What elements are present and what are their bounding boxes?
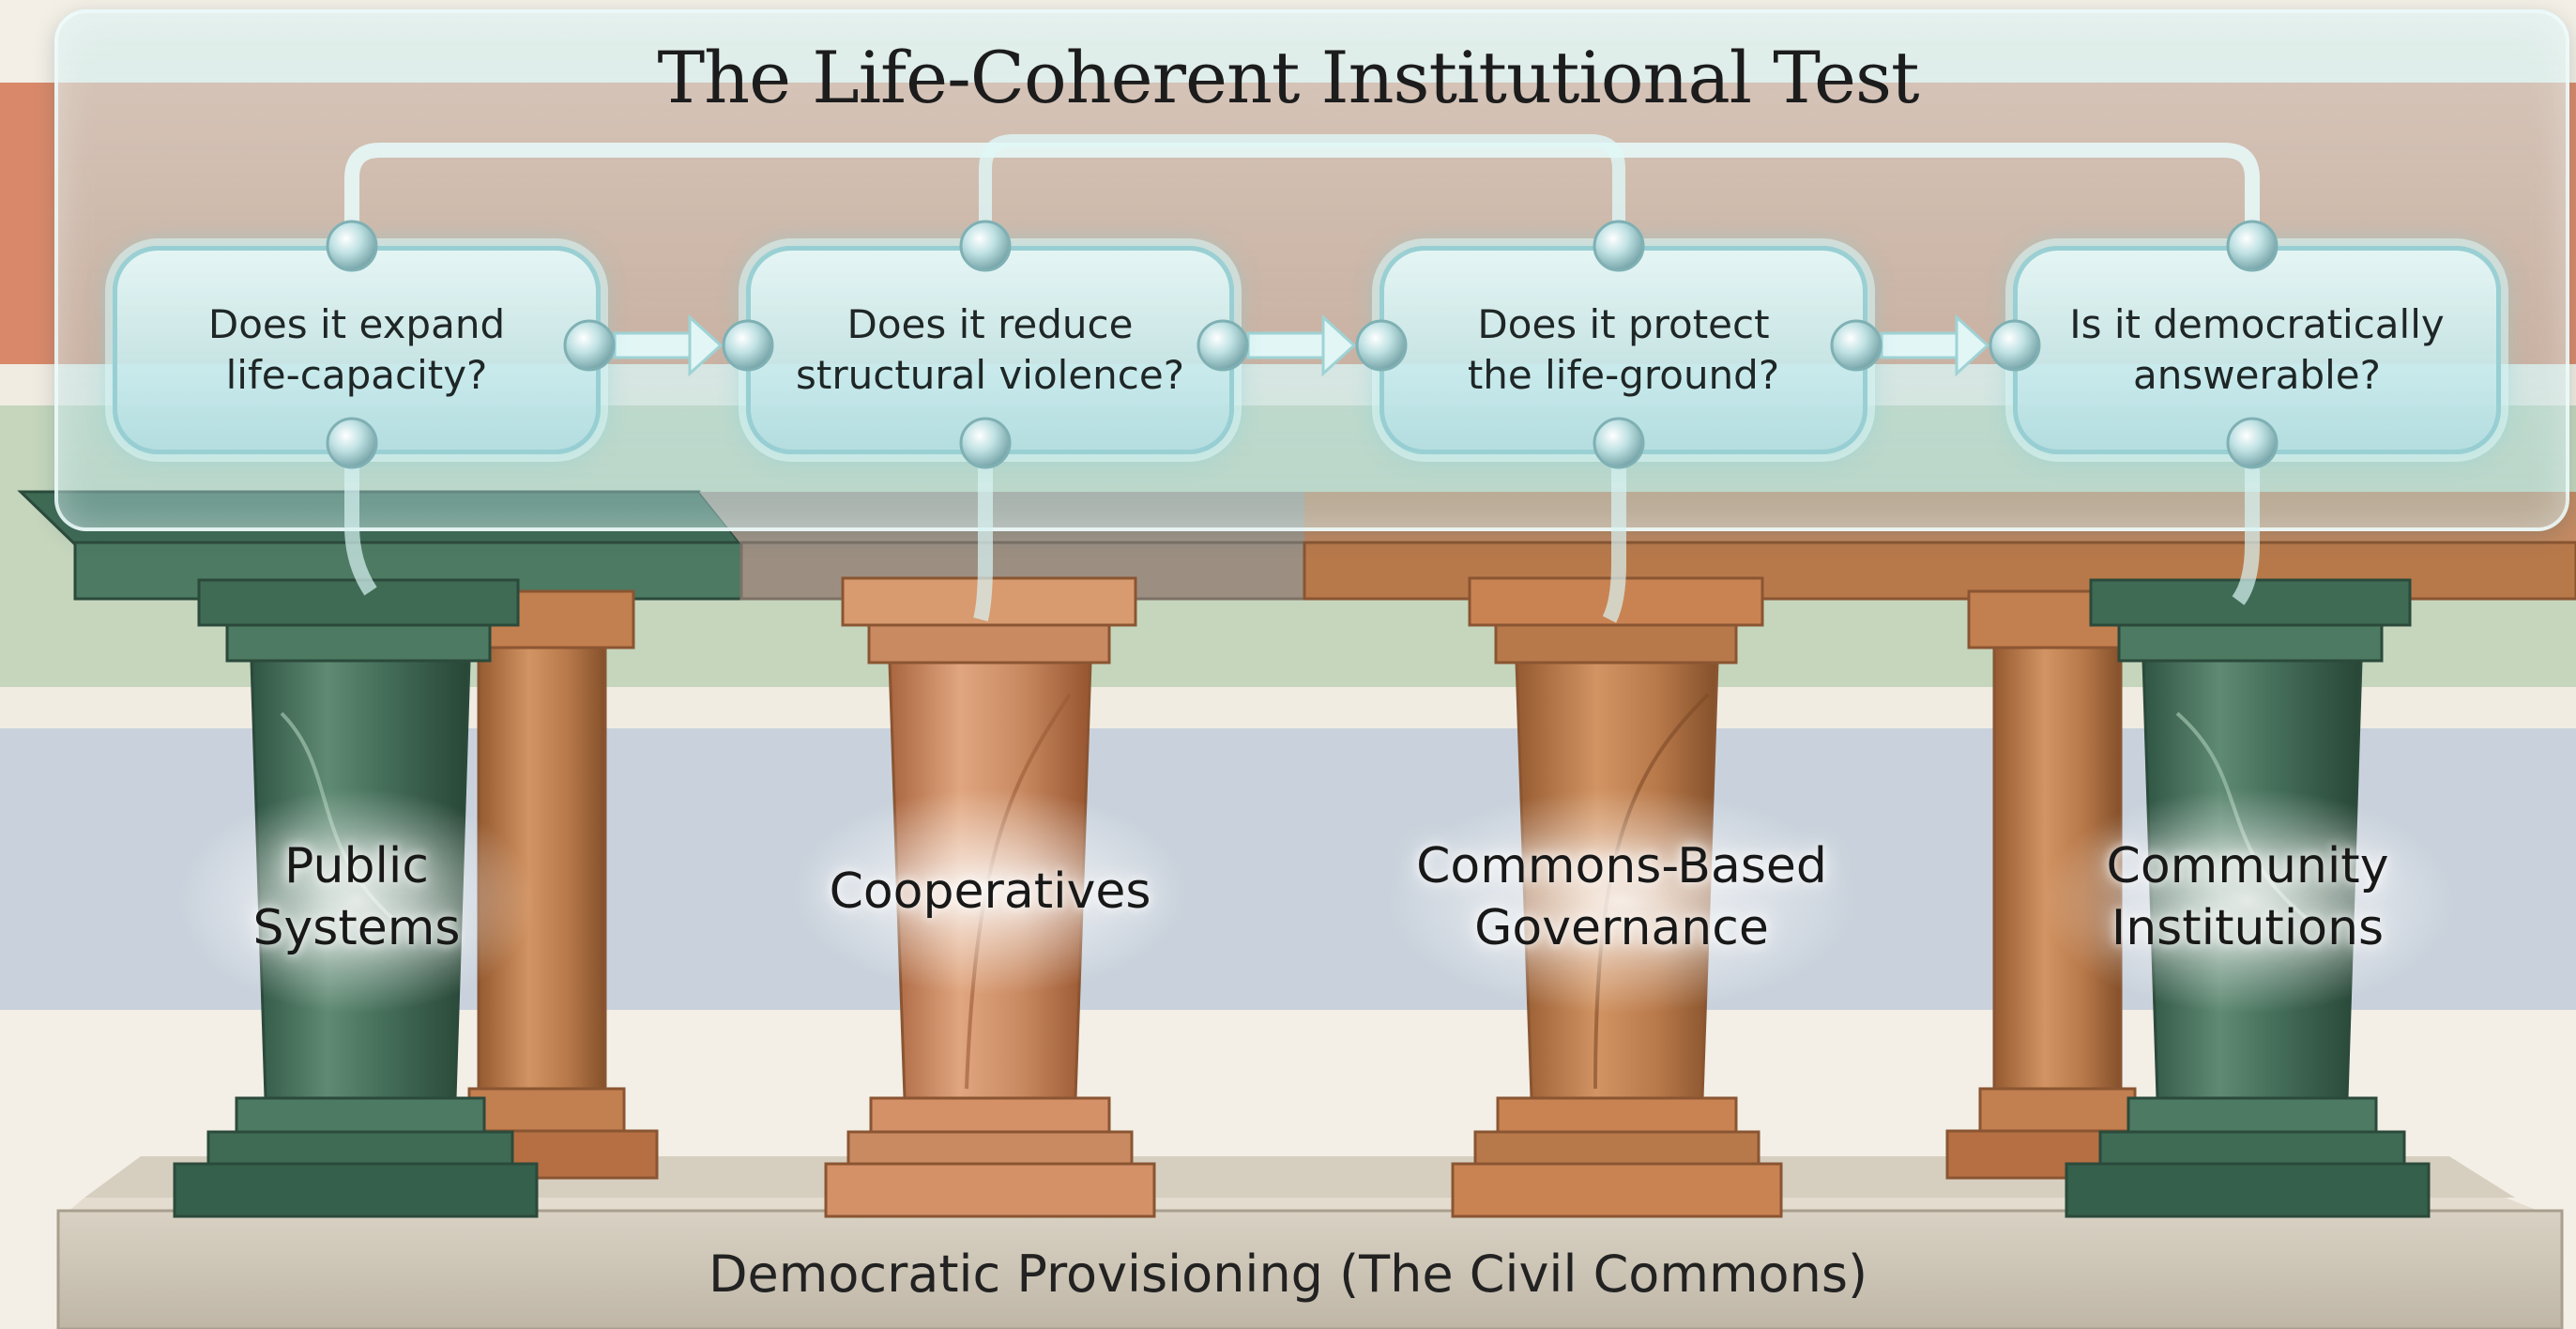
feedback-loop-outer [344,143,2260,246]
connector-knob [326,220,378,272]
question-text: Does it reduce structural violence? [795,301,1184,398]
page-title: The Life-Coherent Institutional Test [657,36,1919,119]
connector-knob [1989,319,2041,372]
arrow-2-to-3 [1246,313,1357,377]
label-glow [793,788,1187,995]
connector-knob [1830,319,1882,372]
question-text: Does it expand life-capacity? [207,301,506,398]
label-glow [1387,788,1856,1014]
connector-knob [1197,319,1249,372]
pillar-label-public-systems: Public Systems [252,838,461,956]
question-text: Is it democratically answerable? [2069,301,2445,398]
feedback-loop-inner [979,134,1625,246]
pillar-label-commons-based-governance: Commons-Based Governance [1416,838,1827,956]
connector-knob [1593,417,1645,469]
arrow-3-to-4 [1880,313,1990,377]
pillar-label-community-institutions: Community Institutions [2106,838,2389,956]
connector-knob [1593,220,1645,272]
connector-knob [2226,417,2279,469]
foundation-label: Democratic Provisioning (The Civil Commo… [708,1245,1868,1304]
label-glow [178,788,535,1014]
arrow-1-to-2 [613,313,724,377]
foundation-base [56,1156,2564,1329]
connector-knob [1355,319,1408,372]
label-glow [2041,788,2454,1014]
connector-knob [563,319,616,372]
connector-knob [959,220,1012,272]
connector-to-pillar-2 [973,443,993,621]
connector-knob [2226,220,2279,272]
connector-knob [959,417,1012,469]
connector-to-pillar-1 [344,443,377,596]
connector-knob [722,319,774,372]
connector-to-pillar-4 [2232,443,2260,605]
connector-knob [326,417,378,469]
pillar-label-cooperatives: Cooperatives [829,863,1151,920]
connector-to-pillar-3 [1602,443,1626,623]
question-text: Does it protect the life-ground? [1467,301,1780,398]
